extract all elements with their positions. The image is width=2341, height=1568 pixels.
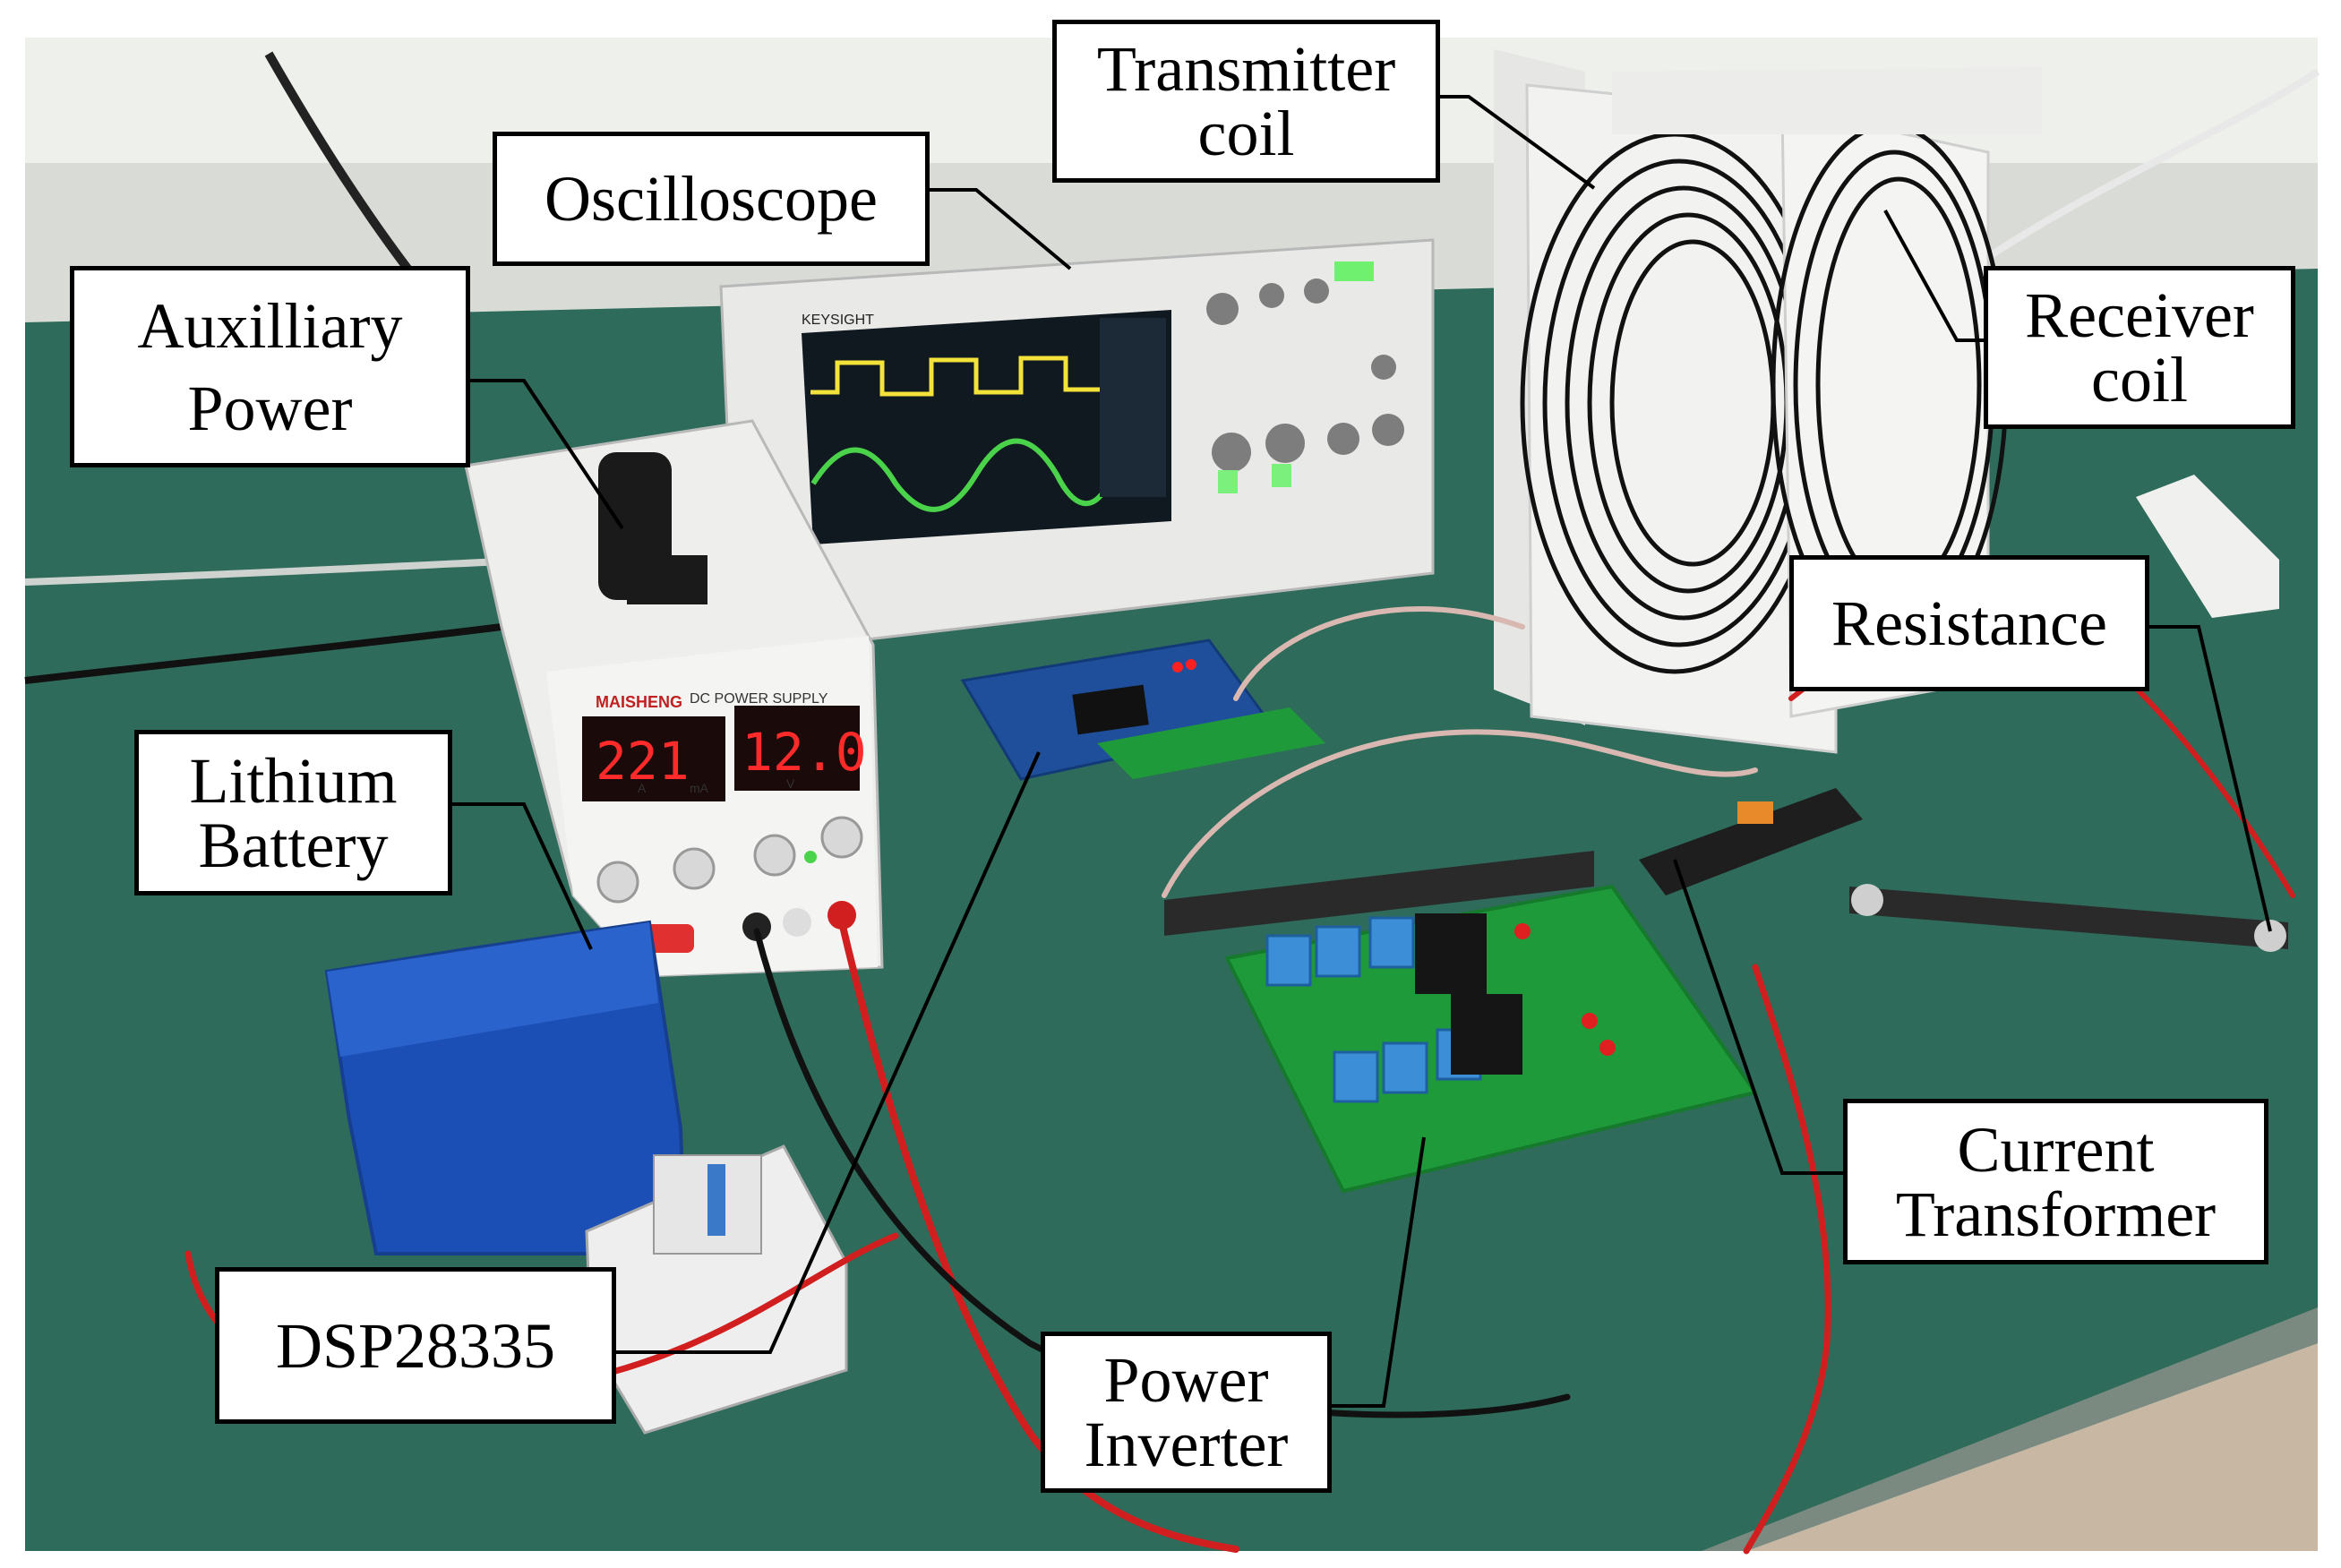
label-auxiliary-power: Auxilliary Power (70, 266, 470, 467)
label-dsp28335: DSP28335 (215, 1267, 616, 1424)
psu-title: DC POWER SUPPLY (690, 691, 828, 707)
voltage-unit: V (786, 776, 795, 791)
label-oscilloscope: Oscilloscope (493, 132, 930, 266)
amp-unit: A (638, 781, 647, 795)
label-line: DSP28335 (275, 1309, 556, 1382)
label-line: Power (1103, 1344, 1269, 1416)
resistor-holder (2136, 475, 2279, 618)
power-resistor (1849, 884, 2288, 952)
current-unit: mA (690, 781, 709, 795)
label-line: Transmitter (1096, 33, 1396, 105)
oscilloscope-device: KEYSIGHT (719, 238, 1435, 642)
current-readout: 221 (596, 731, 690, 792)
lithium-battery (324, 920, 688, 1255)
current-display (582, 716, 725, 801)
oscilloscope-led (1334, 261, 1374, 281)
label-resistance: Resistance (1789, 555, 2149, 691)
dc-power-supply: MAISHENG DC POWER SUPPLY 221 mA A 12.0 V (464, 419, 884, 978)
black-cable-2 (24, 623, 502, 684)
label-line: coil (1197, 98, 1295, 169)
label-line: Oscilloscope (545, 163, 878, 235)
coil-top-rail (1612, 67, 2042, 134)
label-current-transformer: Current Transformer (1843, 1099, 2268, 1264)
table-edge (1702, 1307, 2318, 1551)
label-line: Power (187, 372, 353, 444)
dsp-board (960, 638, 1325, 781)
white-cable (1968, 68, 2320, 272)
label-line: coil (2091, 344, 2188, 416)
transmitter-coil (1494, 49, 1838, 754)
heatsinks (1415, 913, 1522, 1075)
label-line: Transformer (1895, 1178, 2217, 1250)
current-transformer (1639, 788, 1863, 895)
voltage-readout: 12.0 (742, 722, 867, 783)
power-inverter-board (1224, 884, 1759, 1194)
test-points (1514, 923, 1616, 1056)
oscilloscope-side-menu (1100, 318, 1166, 497)
label-leader-lines (452, 95, 2272, 1408)
oscilloscope-brand: KEYSIGHT (802, 313, 874, 328)
voltage-display (734, 706, 860, 791)
label-lithium-battery: Lithium Battery (134, 730, 452, 895)
label-transmitter-coil: Transmitter coil (1052, 20, 1440, 183)
rear-resistor (1164, 851, 1594, 936)
label-line: Battery (198, 809, 389, 881)
psu-knobs (596, 816, 863, 904)
psu-brand: MAISHENG (596, 693, 682, 711)
green-trace (810, 438, 1109, 512)
oscilloscope-knobs (1206, 278, 1404, 472)
yellow-trace (810, 356, 1102, 397)
label-line: Current (1957, 1113, 2155, 1186)
channel-2-button (1272, 464, 1291, 487)
channel-1-button (1218, 470, 1238, 493)
label-line: Inverter (1084, 1409, 1289, 1480)
label-line: Auxilliary (137, 289, 403, 362)
psu-led (804, 851, 817, 863)
label-line: Receiver (2025, 279, 2254, 351)
label-receiver-coil: Receiver coil (1984, 266, 2295, 429)
label-line: Resistance (1831, 587, 2107, 659)
label-power-inverter: Power Inverter (1041, 1332, 1332, 1493)
label-line: Lithium (189, 744, 398, 817)
